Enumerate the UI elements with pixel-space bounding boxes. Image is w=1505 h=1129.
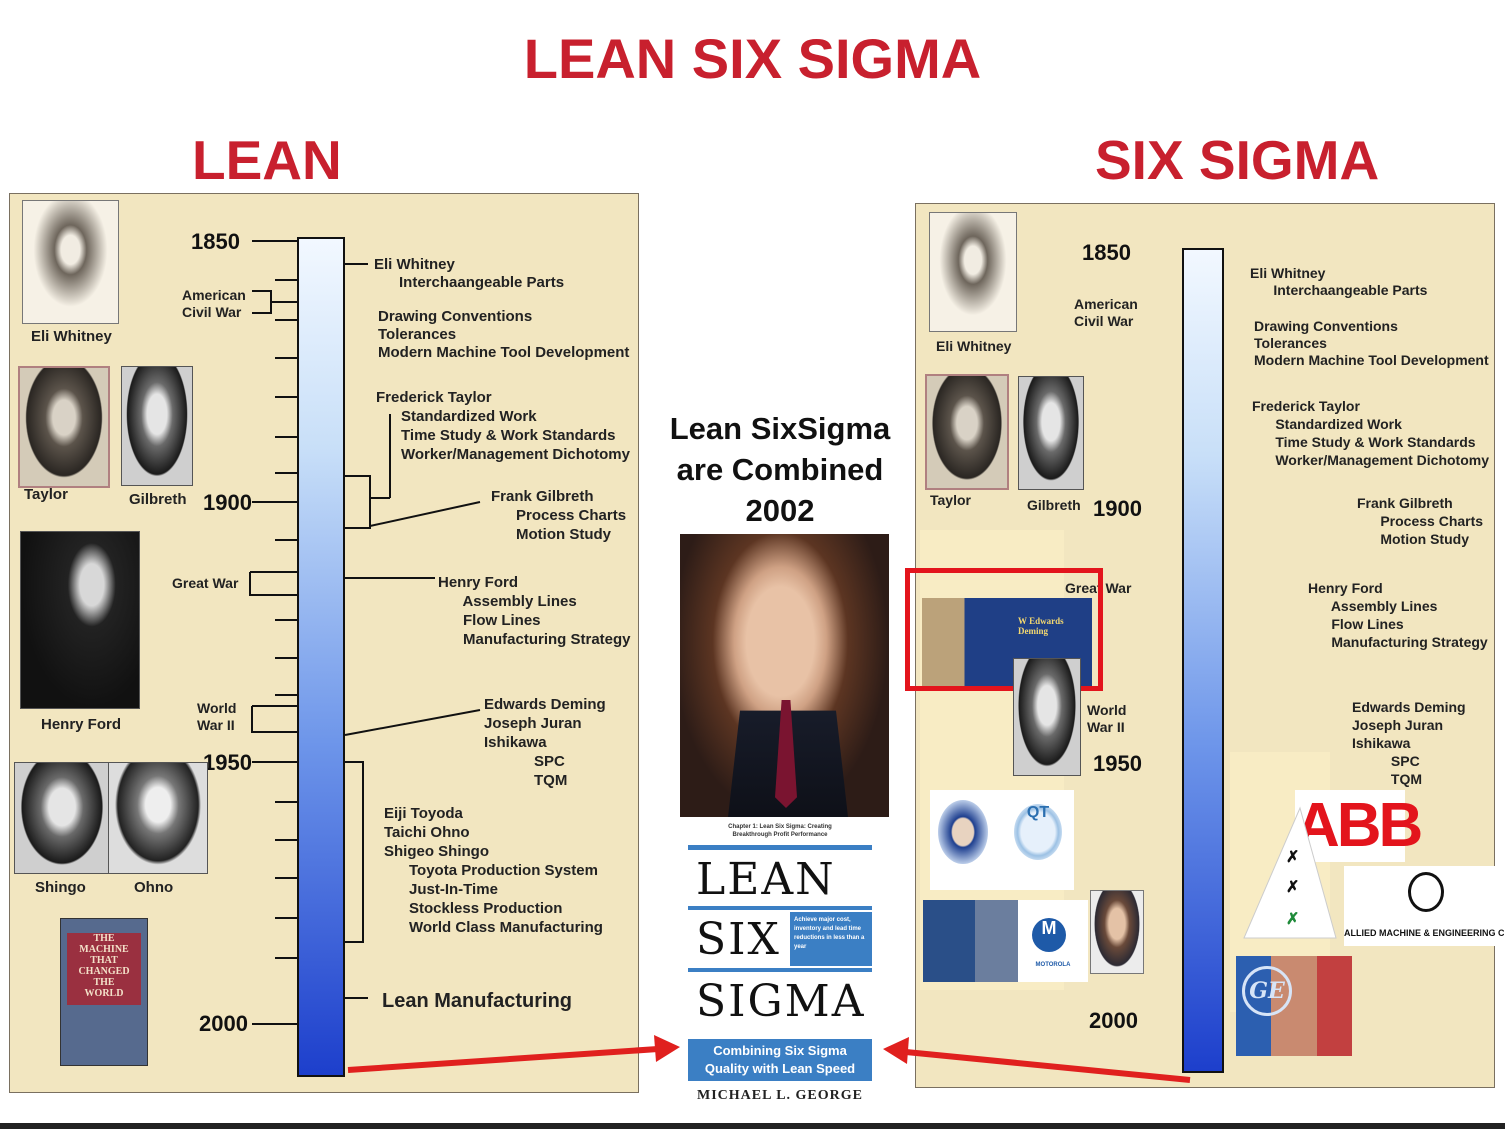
- right-label-gilbreth: Frank Gilbreth Process Charts Motion Stu…: [1357, 495, 1484, 547]
- right-year-1850: 1850: [1082, 240, 1131, 265]
- gilbreth-portrait: [121, 366, 193, 486]
- label-drawing-conventions: Drawing Conventions Tolerances Modern Ma…: [378, 308, 630, 361]
- right-eli-whitney-portrait: [929, 212, 1017, 332]
- smith-qt-card: QT: [930, 790, 1074, 890]
- book-subtitle: Combining Six Sigma Quality with Lean Sp…: [688, 1039, 872, 1081]
- machine-changed-world-book: THE MACHINE THAT CHANGED THE WORLD: [60, 918, 148, 1066]
- right-year-2000: 2000: [1089, 1008, 1138, 1033]
- allied-machine-name: ALLIED MACHINE & ENGINEERING CO: [1344, 928, 1504, 938]
- shingo-portrait: [14, 762, 110, 874]
- book-author: MICHAEL L. GEORGE: [697, 1088, 863, 1103]
- book-word-lean: LEAN: [696, 854, 836, 905]
- deming-card-title: W Edwards Deming: [1018, 616, 1064, 636]
- svg-text:✗: ✗: [1286, 879, 1299, 896]
- six-sigma-heading: SIX SIGMA: [1095, 129, 1380, 191]
- combined-line-3: 2002: [745, 493, 815, 528]
- year-1850: 1850: [191, 229, 240, 254]
- label-henry-ford: Henry Ford Assembly Lines Flow Lines Man…: [438, 574, 631, 648]
- main-title: LEAN SIX SIGMA: [523, 27, 982, 90]
- book-blurb: Achieve major cost, inventory and lead t…: [790, 912, 872, 966]
- bill-smith-photo: [923, 900, 1018, 982]
- allied-machine-logo: ALLIED MACHINE & ENGINEERING CO: [1344, 866, 1504, 946]
- combined-line-1: Lean SixSigma: [669, 411, 891, 446]
- caption-taylor: Taylor: [24, 486, 68, 503]
- right-caption-eli-whitney: Eli Whitney: [936, 338, 1012, 354]
- svg-text:✗: ✗: [1286, 849, 1299, 866]
- right-label-drawing: Drawing Conventions Tolerances Modern Ma…: [1254, 318, 1489, 368]
- label-frederick-taylor: Frederick Taylor Standardized Work Time …: [376, 389, 630, 463]
- caption-eli-whitney: Eli Whitney: [31, 328, 112, 345]
- event-civil-war: American Civil War: [182, 287, 246, 320]
- deming-highlight-box: [905, 568, 1103, 691]
- svg-text:✗: ✗: [1286, 911, 1299, 928]
- right-event-civil-war: American Civil War: [1074, 296, 1138, 329]
- combined-heading: Lean SixSigma are Combined 2002: [650, 408, 910, 531]
- book-subtitle-1: Combining Six Sigma: [713, 1043, 847, 1058]
- label-lean-manufacturing: Lean Manufacturing: [382, 990, 573, 1012]
- lean-heading: LEAN: [192, 129, 342, 191]
- combined-line-2: are Combined: [676, 452, 884, 487]
- label-eli-whitney: Eli Whitney Interchaangeable Parts: [374, 256, 565, 291]
- caption-ohno: Ohno: [134, 879, 174, 896]
- ge-jack-welch-photo: GE: [1236, 956, 1352, 1056]
- right-label-taylor: Frederick Taylor Standardized Work Time …: [1252, 398, 1490, 468]
- motorola-wordmark: MOTOROLA: [1035, 962, 1071, 968]
- right-label-eli-whitney: Eli Whitney Interchaangeable Parts: [1250, 265, 1428, 298]
- book-rule: [688, 845, 872, 850]
- motorola-card: M MOTOROLA: [1018, 900, 1088, 982]
- ribbon-pyramid: ✗ ✗ ✗: [1243, 806, 1337, 939]
- caption-henry-ford: Henry Ford: [41, 716, 122, 733]
- book-chapter: Chapter 1: Lean Six Sigma: Creating Brea…: [728, 824, 832, 838]
- right-label-deming: Edwards Deming Joseph Juran Ishikawa SPC…: [1352, 699, 1466, 787]
- taylor-portrait: [18, 366, 110, 488]
- mikel-harry-photo: [1090, 890, 1144, 974]
- machine-book-title: THE MACHINE THAT CHANGED THE WORLD: [67, 933, 141, 1005]
- year-1900: 1900: [203, 490, 252, 515]
- right-year-1900: 1900: [1093, 496, 1142, 521]
- six-sigma-timeline-bar: [1182, 248, 1224, 1073]
- book-subtitle-2: Quality with Lean Speed: [704, 1061, 856, 1076]
- right-label-henry-ford: Henry Ford Assembly Lines Flow Lines Man…: [1308, 580, 1488, 650]
- event-world-war-2: World War II: [197, 700, 237, 733]
- caption-shingo: Shingo: [35, 879, 86, 896]
- lean-six-sigma-book: Chapter 1: Lean Six Sigma: Creating Brea…: [682, 818, 878, 1118]
- right-caption-taylor: Taylor: [930, 492, 971, 508]
- event-great-war: Great War: [172, 575, 239, 591]
- caption-gilbreth: Gilbreth: [129, 491, 187, 508]
- qt-logo: QT: [1014, 804, 1062, 860]
- eli-whitney-portrait: [22, 200, 119, 324]
- right-event-world-war-2: World War II: [1087, 702, 1127, 735]
- book-word-sigma: SIGMA: [696, 976, 866, 1027]
- ohno-portrait: [108, 762, 208, 874]
- right-gilbreth-portrait: [1018, 376, 1084, 490]
- label-frank-gilbreth: Frank Gilbreth Process Charts Motion Stu…: [491, 488, 627, 543]
- right-year-1950: 1950: [1093, 751, 1142, 776]
- book-word-six: SIX: [696, 914, 781, 965]
- year-1950: 1950: [203, 750, 252, 775]
- bottom-rule: [0, 1123, 1505, 1129]
- right-taylor-portrait: [925, 374, 1009, 490]
- henry-ford-portrait: [20, 531, 140, 709]
- label-toyota: Eiji Toyoda Taichi Ohno Shigeo Shingo To…: [384, 805, 603, 936]
- abb-logo: ABB: [1295, 790, 1423, 862]
- right-event-great-war: Great War: [1065, 580, 1132, 596]
- lean-timeline-bar: [297, 237, 345, 1077]
- right-caption-gilbreth: Gilbreth: [1027, 497, 1081, 513]
- label-edwards-deming: Edwards Deming Joseph Juran Ishikawa SPC…: [484, 696, 606, 789]
- year-2000: 2000: [199, 1011, 248, 1036]
- michael-george-portrait: [680, 534, 889, 817]
- juran-portrait: [1013, 658, 1081, 776]
